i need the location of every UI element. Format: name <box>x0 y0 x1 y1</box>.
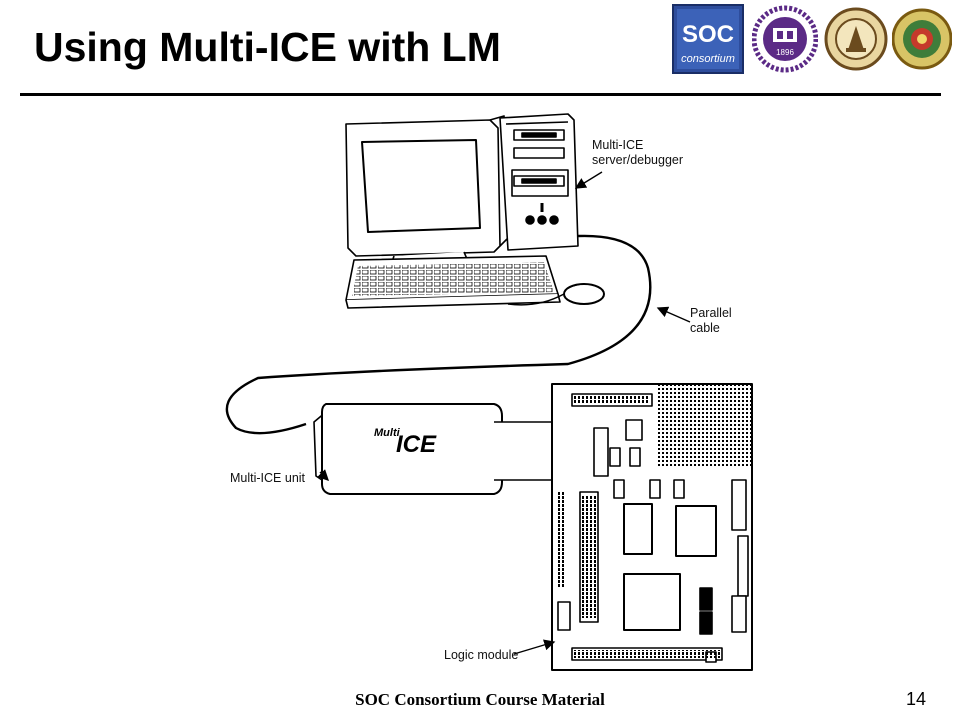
label-server-debugger: Multi-ICE server/debugger <box>592 138 683 168</box>
label-server-line2: server/debugger <box>592 153 684 167</box>
edge-pins <box>558 492 566 588</box>
university-seal-1896-logo: 1896 <box>752 5 818 73</box>
callout-arrows <box>317 171 691 655</box>
university-seal-logo-3 <box>892 8 952 70</box>
label-parallel-cable: Parallel cable <box>690 306 732 336</box>
soc-consortium-logo: SOC consortium <box>672 4 744 74</box>
soc-logo-text: SOC <box>682 21 734 48</box>
parallel-cable <box>225 234 652 435</box>
soc-logo-subtext: consortium <box>681 53 735 65</box>
header-logos: SOC consortium 1896 <box>672 4 952 74</box>
footer-course-material: SOC Consortium Course Material <box>355 690 605 709</box>
label-multi-ice-unit: Multi-ICE unit <box>230 471 306 485</box>
computer-tower <box>499 113 579 251</box>
multi-ice-unit <box>313 403 571 495</box>
unit-logo-large: ICE <box>396 431 437 458</box>
monitor <box>345 115 509 269</box>
university-seal-logo-2 <box>824 7 888 71</box>
board-dot-grid <box>658 384 752 468</box>
label-cable-line1: Parallel <box>690 306 732 320</box>
mouse <box>563 283 605 305</box>
top-connector-pins <box>574 396 650 404</box>
seal-year-text: 1896 <box>776 48 794 57</box>
title-divider <box>20 93 941 96</box>
side-connector-pins <box>582 496 596 618</box>
page-number: 14 <box>905 689 926 709</box>
multi-ice-setup-diagram: Multi ICE Multi-ICE server/debugger Para… <box>218 108 758 674</box>
diagram-drawing: Multi ICE <box>225 113 753 671</box>
label-logic-module: Logic module <box>444 648 519 662</box>
unit-logo-small: Multi <box>374 427 401 439</box>
label-server-line1: Multi-ICE <box>592 138 644 152</box>
label-cable-line2: cable <box>690 321 720 335</box>
mouse-cable <box>507 293 565 306</box>
bottom-connector-pins <box>574 650 720 658</box>
slide-title: Using Multi-ICE with LM <box>34 24 501 70</box>
keyboard-keys <box>352 262 554 296</box>
